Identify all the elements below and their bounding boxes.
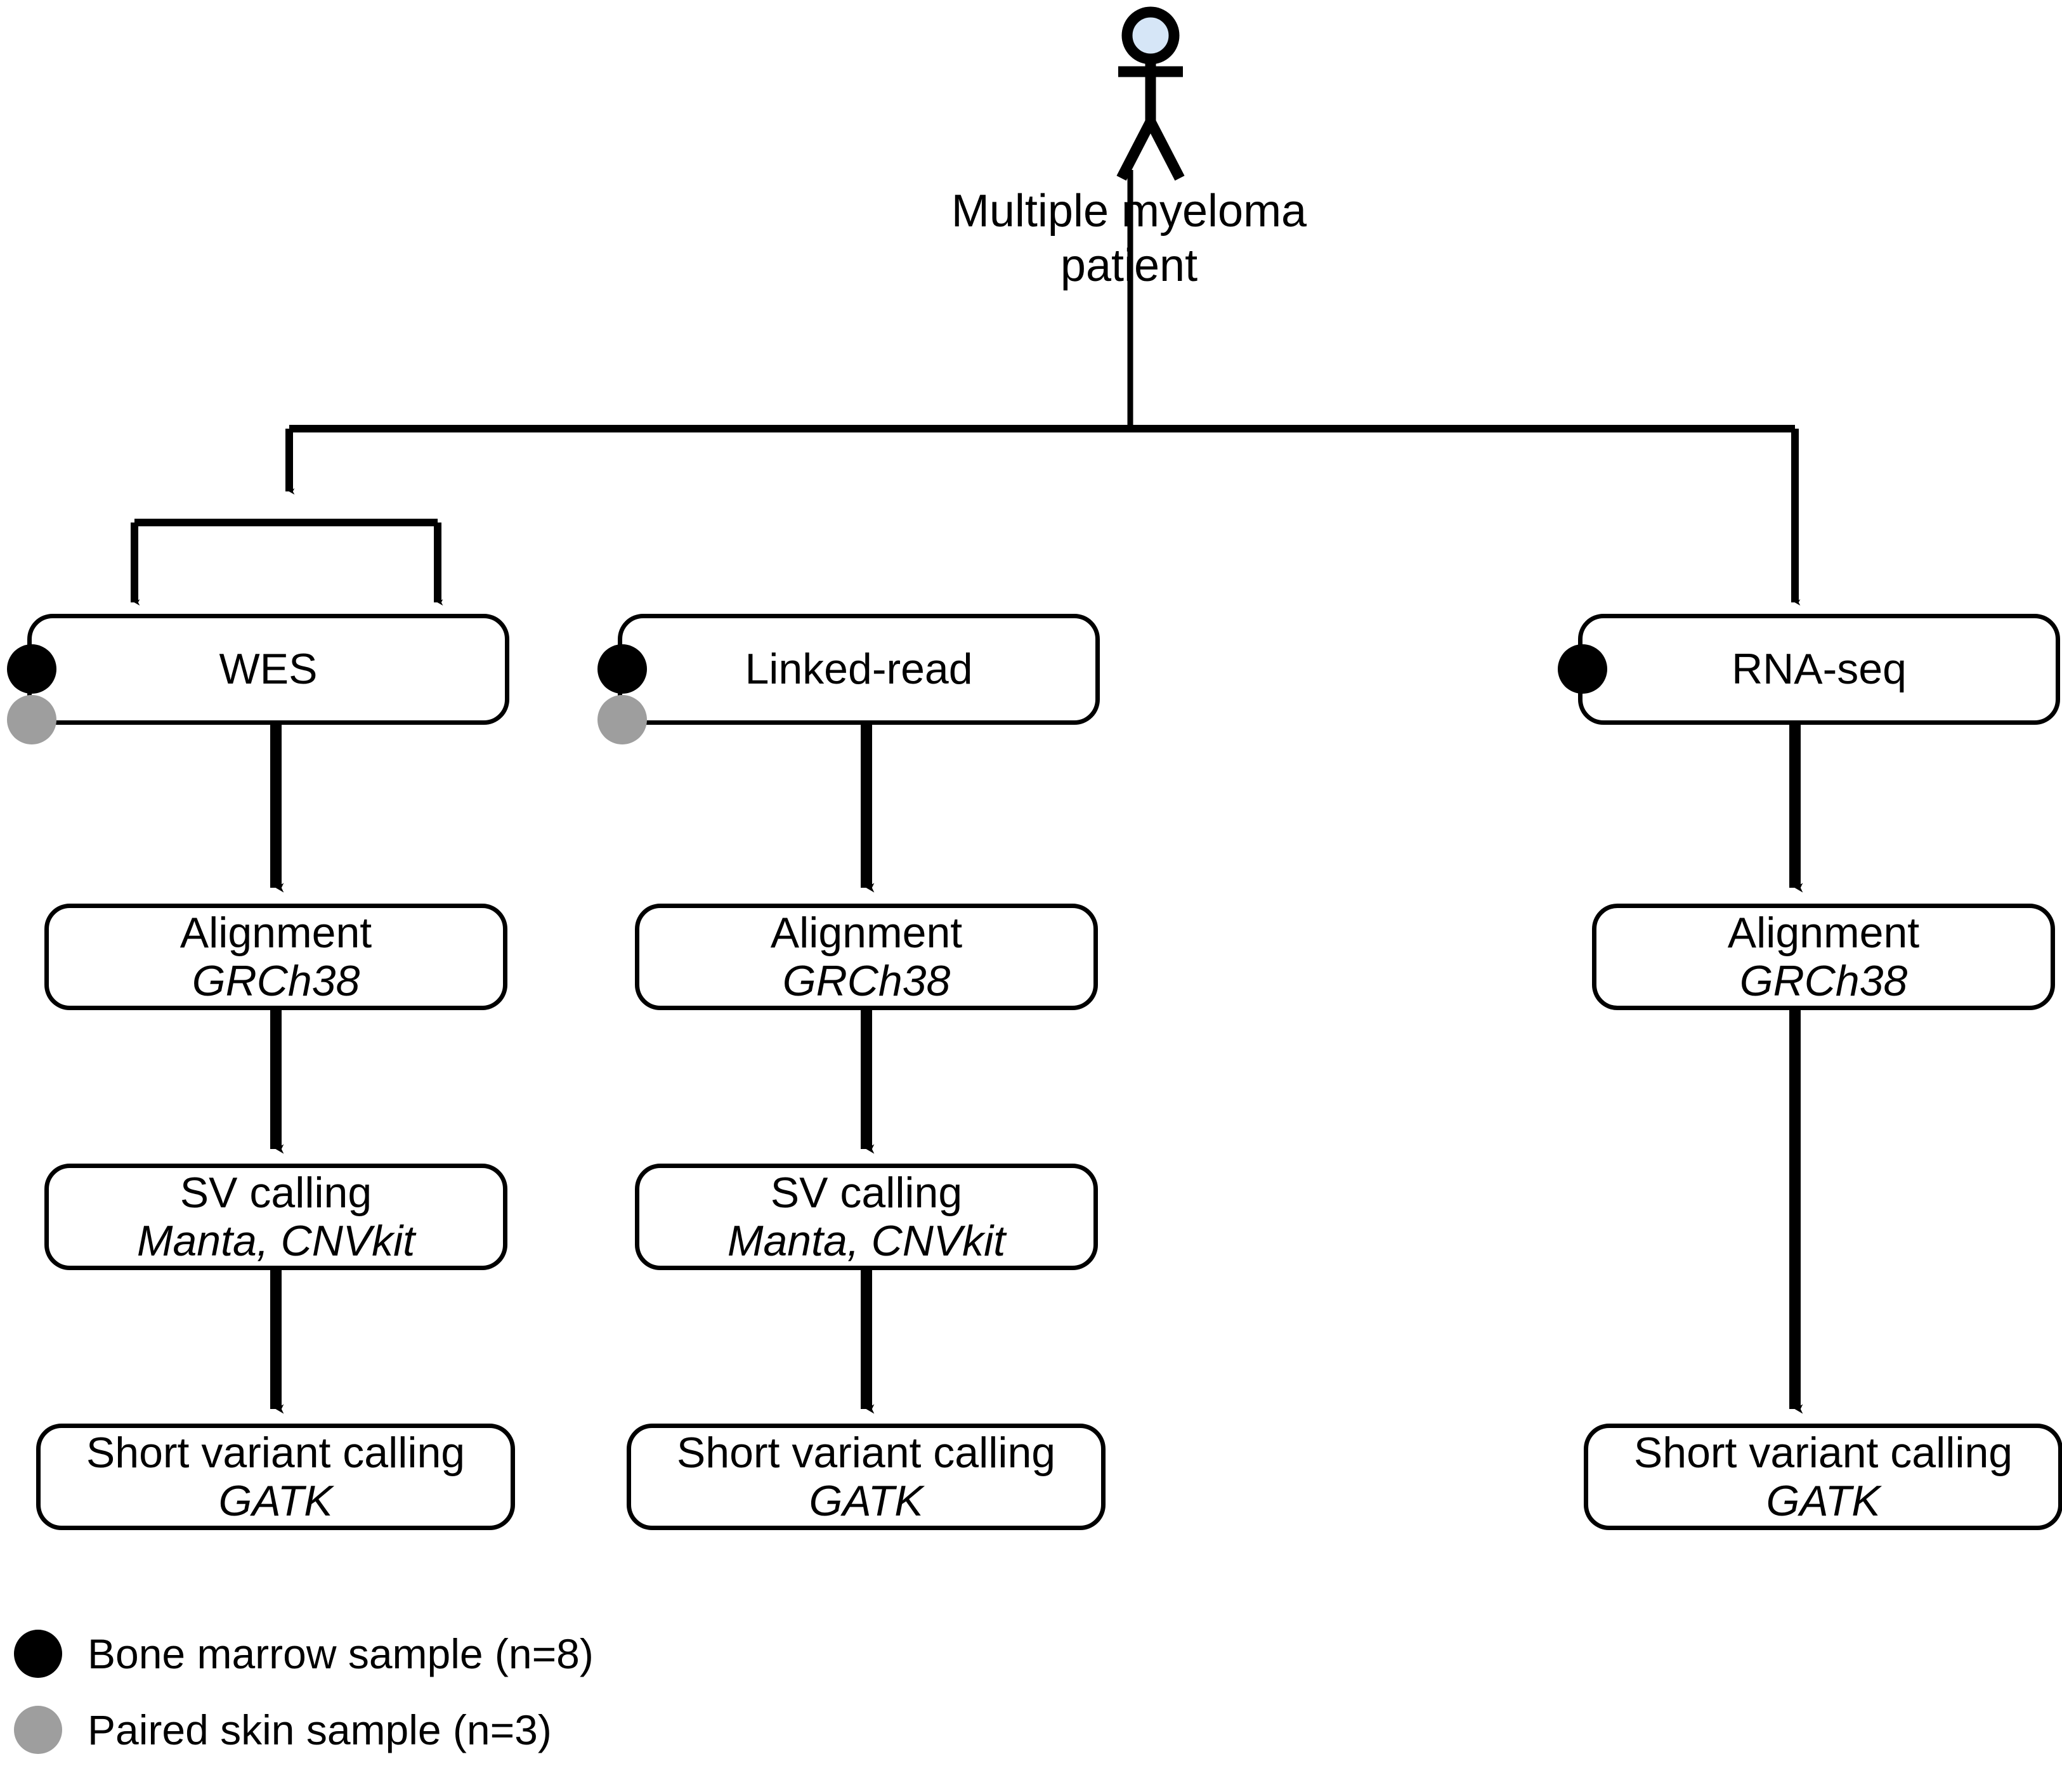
node-step-short-variant-calling-linked-read-tool: GATK bbox=[809, 1477, 923, 1525]
node-step-short-variant-calling-wes[interactable]: Short variant calling GATK bbox=[36, 1424, 515, 1530]
node-assay-wes[interactable]: WES bbox=[27, 614, 509, 725]
node-step-sv-calling-wes-title: SV calling bbox=[179, 1168, 372, 1217]
node-step-alignment-wes-title: Alignment bbox=[179, 908, 372, 957]
node-assay-rna-seq-label: RNA-seq bbox=[1732, 645, 1907, 694]
node-step-short-variant-calling-linked-read-title: Short variant calling bbox=[676, 1428, 1056, 1477]
node-step-alignment-wes[interactable]: Alignment GRCh38 bbox=[44, 904, 507, 1010]
node-step-alignment-linked-read[interactable]: Alignment GRCh38 bbox=[635, 904, 1098, 1010]
node-step-sv-calling-linked-read-title: SV calling bbox=[770, 1168, 963, 1217]
node-step-sv-calling-wes[interactable]: SV calling Manta, CNVkit bbox=[44, 1164, 507, 1270]
legend-dot-bone-marrow-icon bbox=[14, 1630, 62, 1678]
node-step-short-variant-calling-wes-title: Short variant calling bbox=[86, 1428, 466, 1477]
connector-dna-split bbox=[131, 519, 443, 606]
patient-label-line2: patient bbox=[1060, 240, 1198, 292]
node-step-alignment-linked-read-title: Alignment bbox=[770, 908, 963, 957]
node-step-short-variant-calling-wes-tool: GATK bbox=[218, 1477, 333, 1525]
legend-item-paired-skin: Paired skin sample (n=3) bbox=[14, 1706, 552, 1754]
node-step-alignment-linked-read-tool: GRCh38 bbox=[782, 957, 951, 1005]
node-assay-rna-seq[interactable]: RNA-seq bbox=[1578, 614, 2060, 725]
sample-marker-bone-marrow-linked-read bbox=[597, 644, 647, 694]
connector-top-split bbox=[285, 425, 1801, 606]
sample-marker-bone-marrow-wes bbox=[7, 644, 56, 694]
sample-marker-paired-skin-linked-read bbox=[597, 695, 647, 744]
node-step-sv-calling-linked-read[interactable]: SV calling Manta, CNVkit bbox=[635, 1164, 1098, 1270]
node-step-alignment-wes-tool: GRCh38 bbox=[192, 957, 360, 1005]
legend-label-bone-marrow: Bone marrow sample (n=8) bbox=[88, 1630, 594, 1677]
legend-dot-paired-skin-icon bbox=[14, 1706, 62, 1754]
stick-figure-person-icon bbox=[1116, 6, 1185, 181]
node-step-alignment-rna-seq[interactable]: Alignment GRCh38 bbox=[1592, 904, 2055, 1010]
sample-marker-paired-skin-wes bbox=[7, 695, 56, 744]
node-assay-linked-read[interactable]: Linked-read bbox=[618, 614, 1100, 725]
sample-marker-bone-marrow-rna-seq bbox=[1558, 644, 1607, 694]
node-assay-linked-read-label: Linked-read bbox=[745, 645, 973, 694]
patient-label-line1: Multiple myeloma bbox=[951, 186, 1307, 237]
legend-item-bone-marrow: Bone marrow sample (n=8) bbox=[14, 1630, 594, 1678]
node-step-alignment-rna-seq-title: Alignment bbox=[1727, 908, 1920, 957]
node-step-short-variant-calling-rna-seq-title: Short variant calling bbox=[1633, 1428, 2013, 1477]
node-step-sv-calling-linked-read-tool: Manta, CNVkit bbox=[727, 1217, 1006, 1265]
node-step-short-variant-calling-rna-seq[interactable]: Short variant calling GATK bbox=[1584, 1424, 2062, 1530]
legend-label-paired-skin: Paired skin sample (n=3) bbox=[88, 1706, 552, 1753]
node-assay-wes-label: WES bbox=[219, 645, 318, 694]
node-step-alignment-rna-seq-tool: GRCh38 bbox=[1739, 957, 1908, 1005]
node-step-short-variant-calling-rna-seq-tool: GATK bbox=[1766, 1477, 1881, 1525]
node-step-sv-calling-wes-tool: Manta, CNVkit bbox=[136, 1217, 415, 1265]
node-step-short-variant-calling-linked-read[interactable]: Short variant calling GATK bbox=[627, 1424, 1106, 1530]
patient-label: Multiple myeloma patient bbox=[920, 184, 1338, 294]
